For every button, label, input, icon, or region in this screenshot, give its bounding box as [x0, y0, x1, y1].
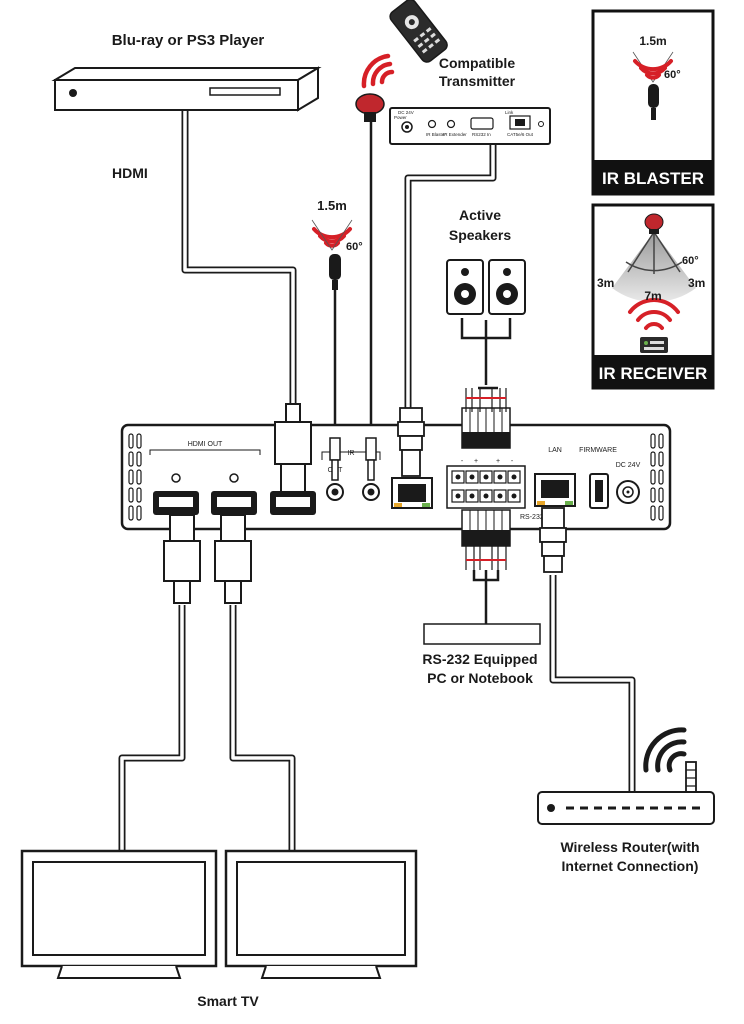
- speaker-left-icon: [446, 259, 484, 315]
- dc-power-label: DC 24V: [616, 462, 641, 469]
- smart-tv-label: Smart TV: [197, 993, 259, 1009]
- transmitter-power-label: Power: [394, 115, 407, 120]
- terminal-sign-2: +: [474, 458, 478, 465]
- smart-tv-left: [20, 849, 218, 979]
- rs232-pc-icon: [423, 623, 541, 645]
- ir-blaster-range-label: 1.5m: [639, 34, 666, 48]
- hdmi-cable-label: HDMI: [112, 165, 148, 181]
- hdmi-output-plugs: [163, 514, 252, 604]
- remote-control-icon: [389, 0, 448, 63]
- ir-receiver-title: IR RECEIVER: [599, 364, 708, 383]
- transmitter-device: Power DC 24V IR Blaster IR Extender RS23…: [389, 107, 551, 145]
- hdmi-out-label: HDMI OUT: [188, 441, 223, 448]
- transmitter-catx-label: CAT5e/6 Out: [507, 132, 534, 137]
- firmware-label: FIRMWARE: [579, 447, 617, 454]
- source-device-label: Blu-ray or PS3 Player: [112, 32, 265, 49]
- rs232-device-label-line2: PC or Notebook: [427, 670, 533, 686]
- ir-receiver-angle-label: 60°: [682, 255, 699, 267]
- ir-jack-plugs: [329, 437, 377, 481]
- ir-panel-label: IR: [348, 450, 355, 457]
- rs232-device-label-line1: RS-232 Equipped: [422, 651, 537, 667]
- smart-tv-right: [224, 849, 418, 979]
- hdmi-input-plug: [274, 403, 312, 493]
- wifi-signal-icon: [643, 727, 687, 773]
- speakers-label-line1: Active: [459, 207, 501, 223]
- ir-receiver-box: [591, 203, 715, 390]
- ir-receiver-left-range: 3m: [597, 276, 614, 290]
- ir-angle-label: 60°: [346, 241, 363, 253]
- ir-blaster-title: IR BLASTER: [602, 169, 704, 188]
- router-antenna: [685, 761, 697, 795]
- router-label-line1: Wireless Router(with: [560, 839, 699, 855]
- lan-label: LAN: [548, 447, 562, 454]
- ir-range-label: 1.5m: [317, 198, 347, 213]
- terminal-sign-4: -: [511, 458, 514, 465]
- ir-blaster-emitter: [329, 254, 341, 290]
- transmitter-label-line1: Compatible: [439, 55, 515, 71]
- rs232-terminal-plug: [461, 509, 511, 570]
- receiver-device: [120, 423, 672, 531]
- transmitter-ir-extender-label: IR Extender: [443, 132, 467, 137]
- rs232-port-label: RS-232: [520, 514, 544, 521]
- speaker-right-icon: [488, 259, 526, 315]
- ir-blaster-waves-icon: [312, 227, 352, 248]
- lan-plug: [539, 507, 567, 573]
- router-label-line2: Internet Connection): [562, 858, 699, 874]
- bluray-player: [51, 66, 322, 112]
- ir-blaster-angle-label: 60°: [664, 69, 681, 81]
- wires: [333, 120, 512, 625]
- speakers-label-line2: Speakers: [449, 227, 511, 243]
- wireless-router: [537, 791, 715, 825]
- transmitter-link-label: Link: [505, 110, 514, 115]
- hdbaset-plug: [397, 407, 425, 477]
- transmitter-ir-blaster-label: IR Blaster: [426, 132, 446, 137]
- ir-signal-icon: [361, 53, 395, 89]
- transmitter-power-spec: DC 24V: [398, 110, 414, 115]
- ir-blaster-box: [591, 9, 715, 196]
- transmitter-rs232-label: RS232 In: [472, 132, 491, 137]
- terminal-sign-1: -: [461, 458, 464, 465]
- ir-receiver-distance: 7m: [644, 289, 661, 303]
- speaker-terminal-plug: [461, 388, 511, 449]
- ir-receiver-right-range: 3m: [688, 276, 705, 290]
- transmitter-label-line2: Transmitter: [439, 73, 516, 89]
- terminal-sign-3: +: [496, 458, 500, 465]
- ir-receiver-head: [355, 93, 385, 122]
- cables: [118, 110, 636, 852]
